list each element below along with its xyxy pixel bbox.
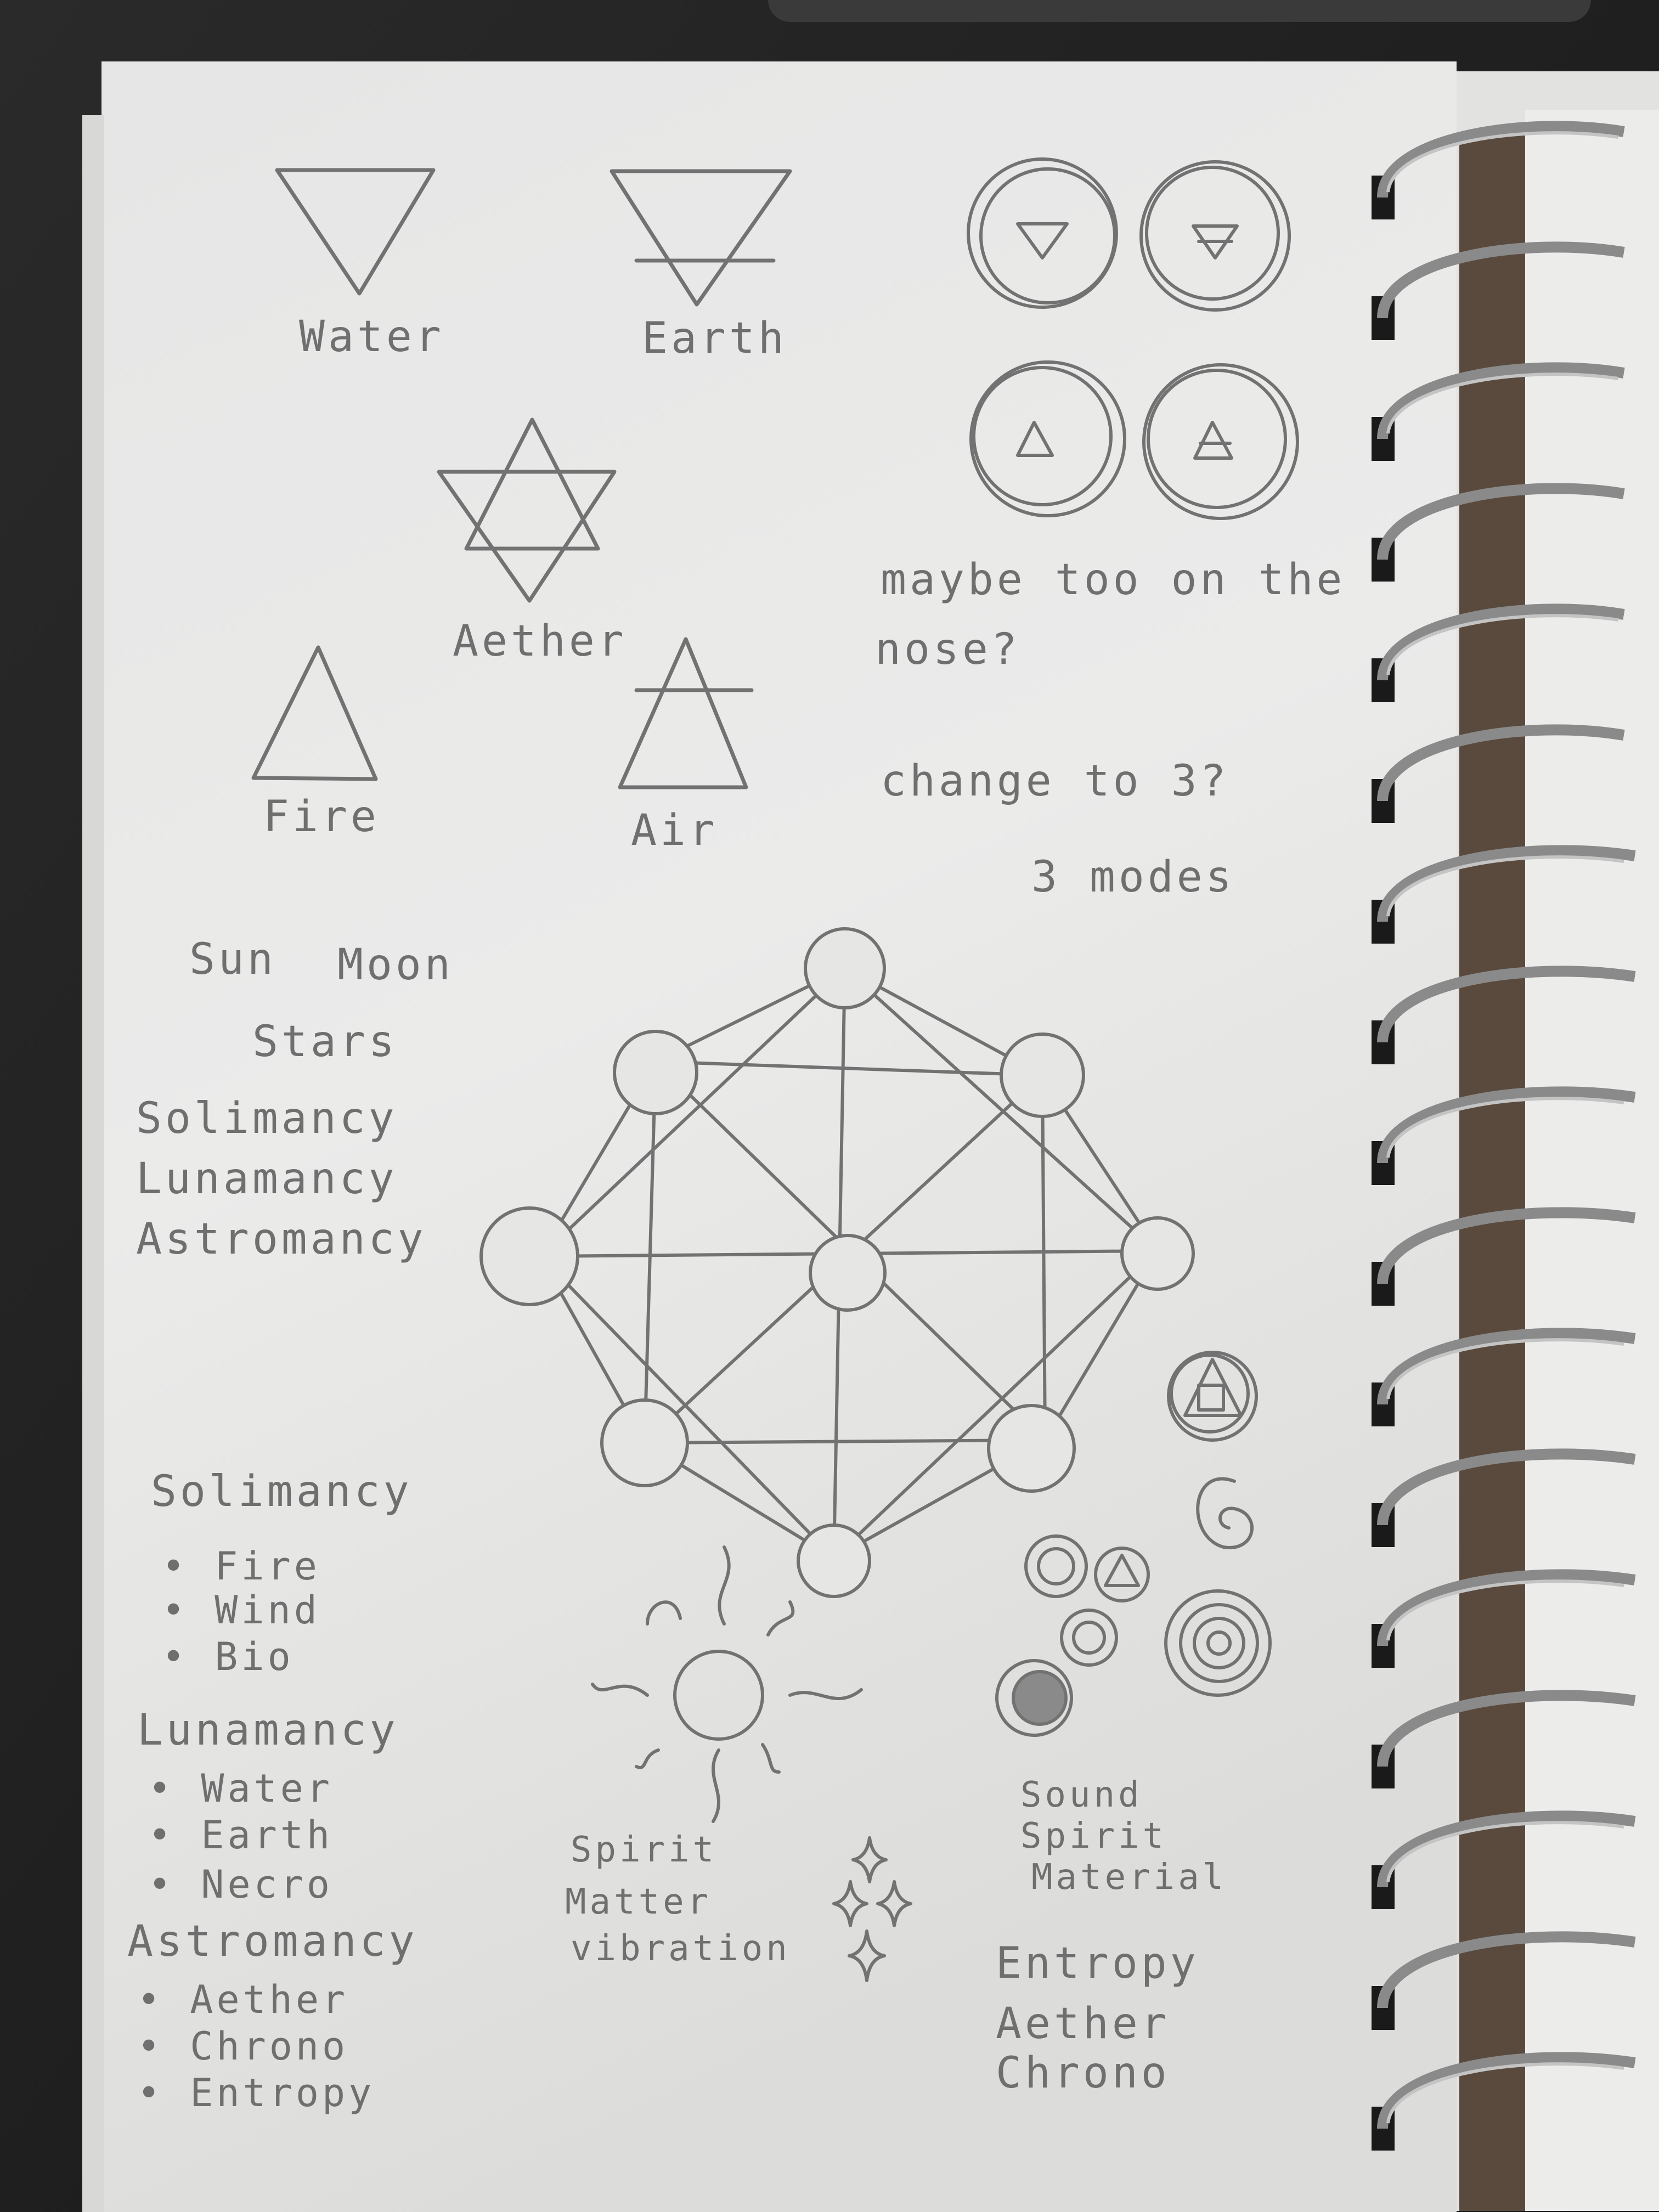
note-line-3: change to 3? [881,757,1229,806]
astromancy-item-aether: • Aether [137,1977,349,2022]
star-set-chrono: Chrono [996,2049,1170,2098]
spiral-binding-highlight [1386,131,1624,2124]
lunamancy-item-water: • Water [148,1766,334,1811]
glyph-set-sound: Sound [1020,1775,1143,1815]
solimancy-item-bio: • Bio [162,1634,294,1679]
lunamancy-item-earth: • Earth [148,1813,334,1858]
diagram-nodes [479,927,1195,1598]
lunamancy-heading: Lunamancy [137,1706,399,1755]
astromancy-item-chrono: • Chrono [137,2024,349,2069]
solimancy-item-fire: • Fire [162,1544,320,1589]
water-label: Water [299,312,444,362]
solimancy-item-wind: • Wind [162,1588,320,1633]
sketch-page [101,61,1457,2212]
astromancy-heading: Astromancy [127,1917,418,1966]
sun-set-matter: Matter [565,1882,712,1922]
laptop-edge [768,0,1591,22]
fire-symbol-icon [251,645,378,781]
sparkle-stars-icon [832,1836,912,1982]
solimancy-heading: Solimancy [151,1467,413,1516]
note-line-1: maybe too on the [881,555,1346,605]
astromancy-item-entropy: • Entropy [137,2070,375,2115]
earth-label: Earth [642,314,787,363]
moon-label: Moon [337,940,454,990]
water-symbol-icon [275,168,436,296]
astromancy-item-aether-text: Aether [190,1977,349,2022]
air-label: Air [631,806,718,855]
solimancy-item-bio-text: Bio [215,1634,294,1679]
spiral-glyph-icons [995,1351,1272,1737]
air-symbol-icon [618,637,754,789]
school-astromancy: Astromancy [136,1215,427,1264]
star-set-aether: Aether [996,1999,1170,2049]
aether-label: Aether [453,617,627,666]
lunamancy-item-necro: • Necro [148,1862,334,1907]
earth-symbol-icon [610,169,792,307]
astromancy-item-entropy-text: Entropy [190,2070,375,2115]
page-underlay [82,115,104,2212]
lunamancy-item-earth-text: Earth [201,1813,334,1858]
sun-sketch-icon [591,1545,863,1823]
glyph-set-spirit: Spirit [1020,1816,1167,1857]
solimancy-item-fire-text: Fire [215,1544,320,1589]
note-line-2: nose? [875,625,1020,674]
school-solimancy: Solimancy [136,1094,398,1143]
note-line-4: 3 modes [1031,853,1235,902]
back-pages [1525,110,1659,2211]
glyph-set-material: Material [1031,1857,1227,1898]
lunamancy-item-water-text: Water [201,1766,334,1811]
school-lunamancy: Lunamancy [136,1154,398,1204]
spiral-binding [1377,121,1636,2129]
fire-label: Fire [263,792,380,842]
circled-element-icons [967,157,1299,520]
nine-circle-diagram [539,967,1159,1560]
lunamancy-item-necro-text: Necro [201,1862,334,1907]
cardboard-spine [1459,132,1525,2211]
sun-set-vibration: vibration [571,1928,791,1969]
stars-label: Stars [252,1017,398,1066]
solimancy-item-wind-text: Wind [215,1588,320,1633]
sun-set-spirit: Spirit [571,1830,718,1870]
astromancy-item-chrono-text: Chrono [190,2024,349,2069]
sun-label: Sun [189,935,276,984]
star-set-entropy: Entropy [996,1939,1199,1988]
aether-hexagram-icon [437,417,617,603]
